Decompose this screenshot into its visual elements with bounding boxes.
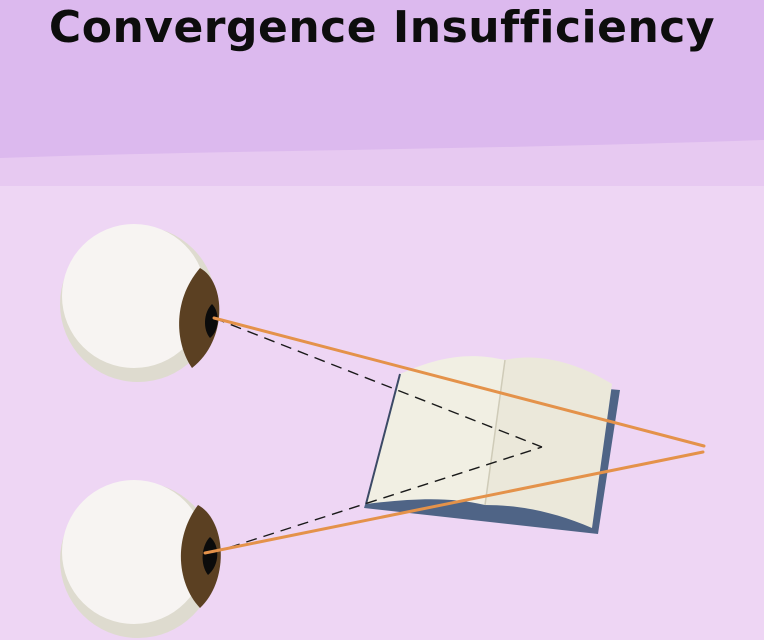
book-left-page <box>366 356 505 505</box>
upper-iris <box>179 268 220 368</box>
intended-sight-line-upper <box>213 317 543 448</box>
book-spine <box>484 359 506 506</box>
actual-sight-lines <box>203 316 706 555</box>
lower-iris <box>180 505 221 608</box>
book-right-page <box>485 357 612 528</box>
upper-eye-icon <box>60 224 220 382</box>
upper-pupil <box>204 304 218 338</box>
lower-eyeball <box>62 480 206 624</box>
page-title: Convergence Insufficiency <box>48 2 716 53</box>
header-wave <box>0 140 764 190</box>
book-page-edge <box>365 373 401 505</box>
actual-sight-line-upper <box>212 316 706 448</box>
header-band <box>0 0 764 190</box>
intended-sight-lines <box>211 317 543 554</box>
lower-pupil <box>202 537 218 575</box>
upper-eyeball <box>62 224 206 368</box>
open-book-icon <box>364 356 620 534</box>
header-divider <box>0 186 764 190</box>
intended-sight-line-lower <box>211 446 543 554</box>
actual-sight-line-lower <box>203 450 705 555</box>
lower-eye-icon <box>60 480 221 638</box>
